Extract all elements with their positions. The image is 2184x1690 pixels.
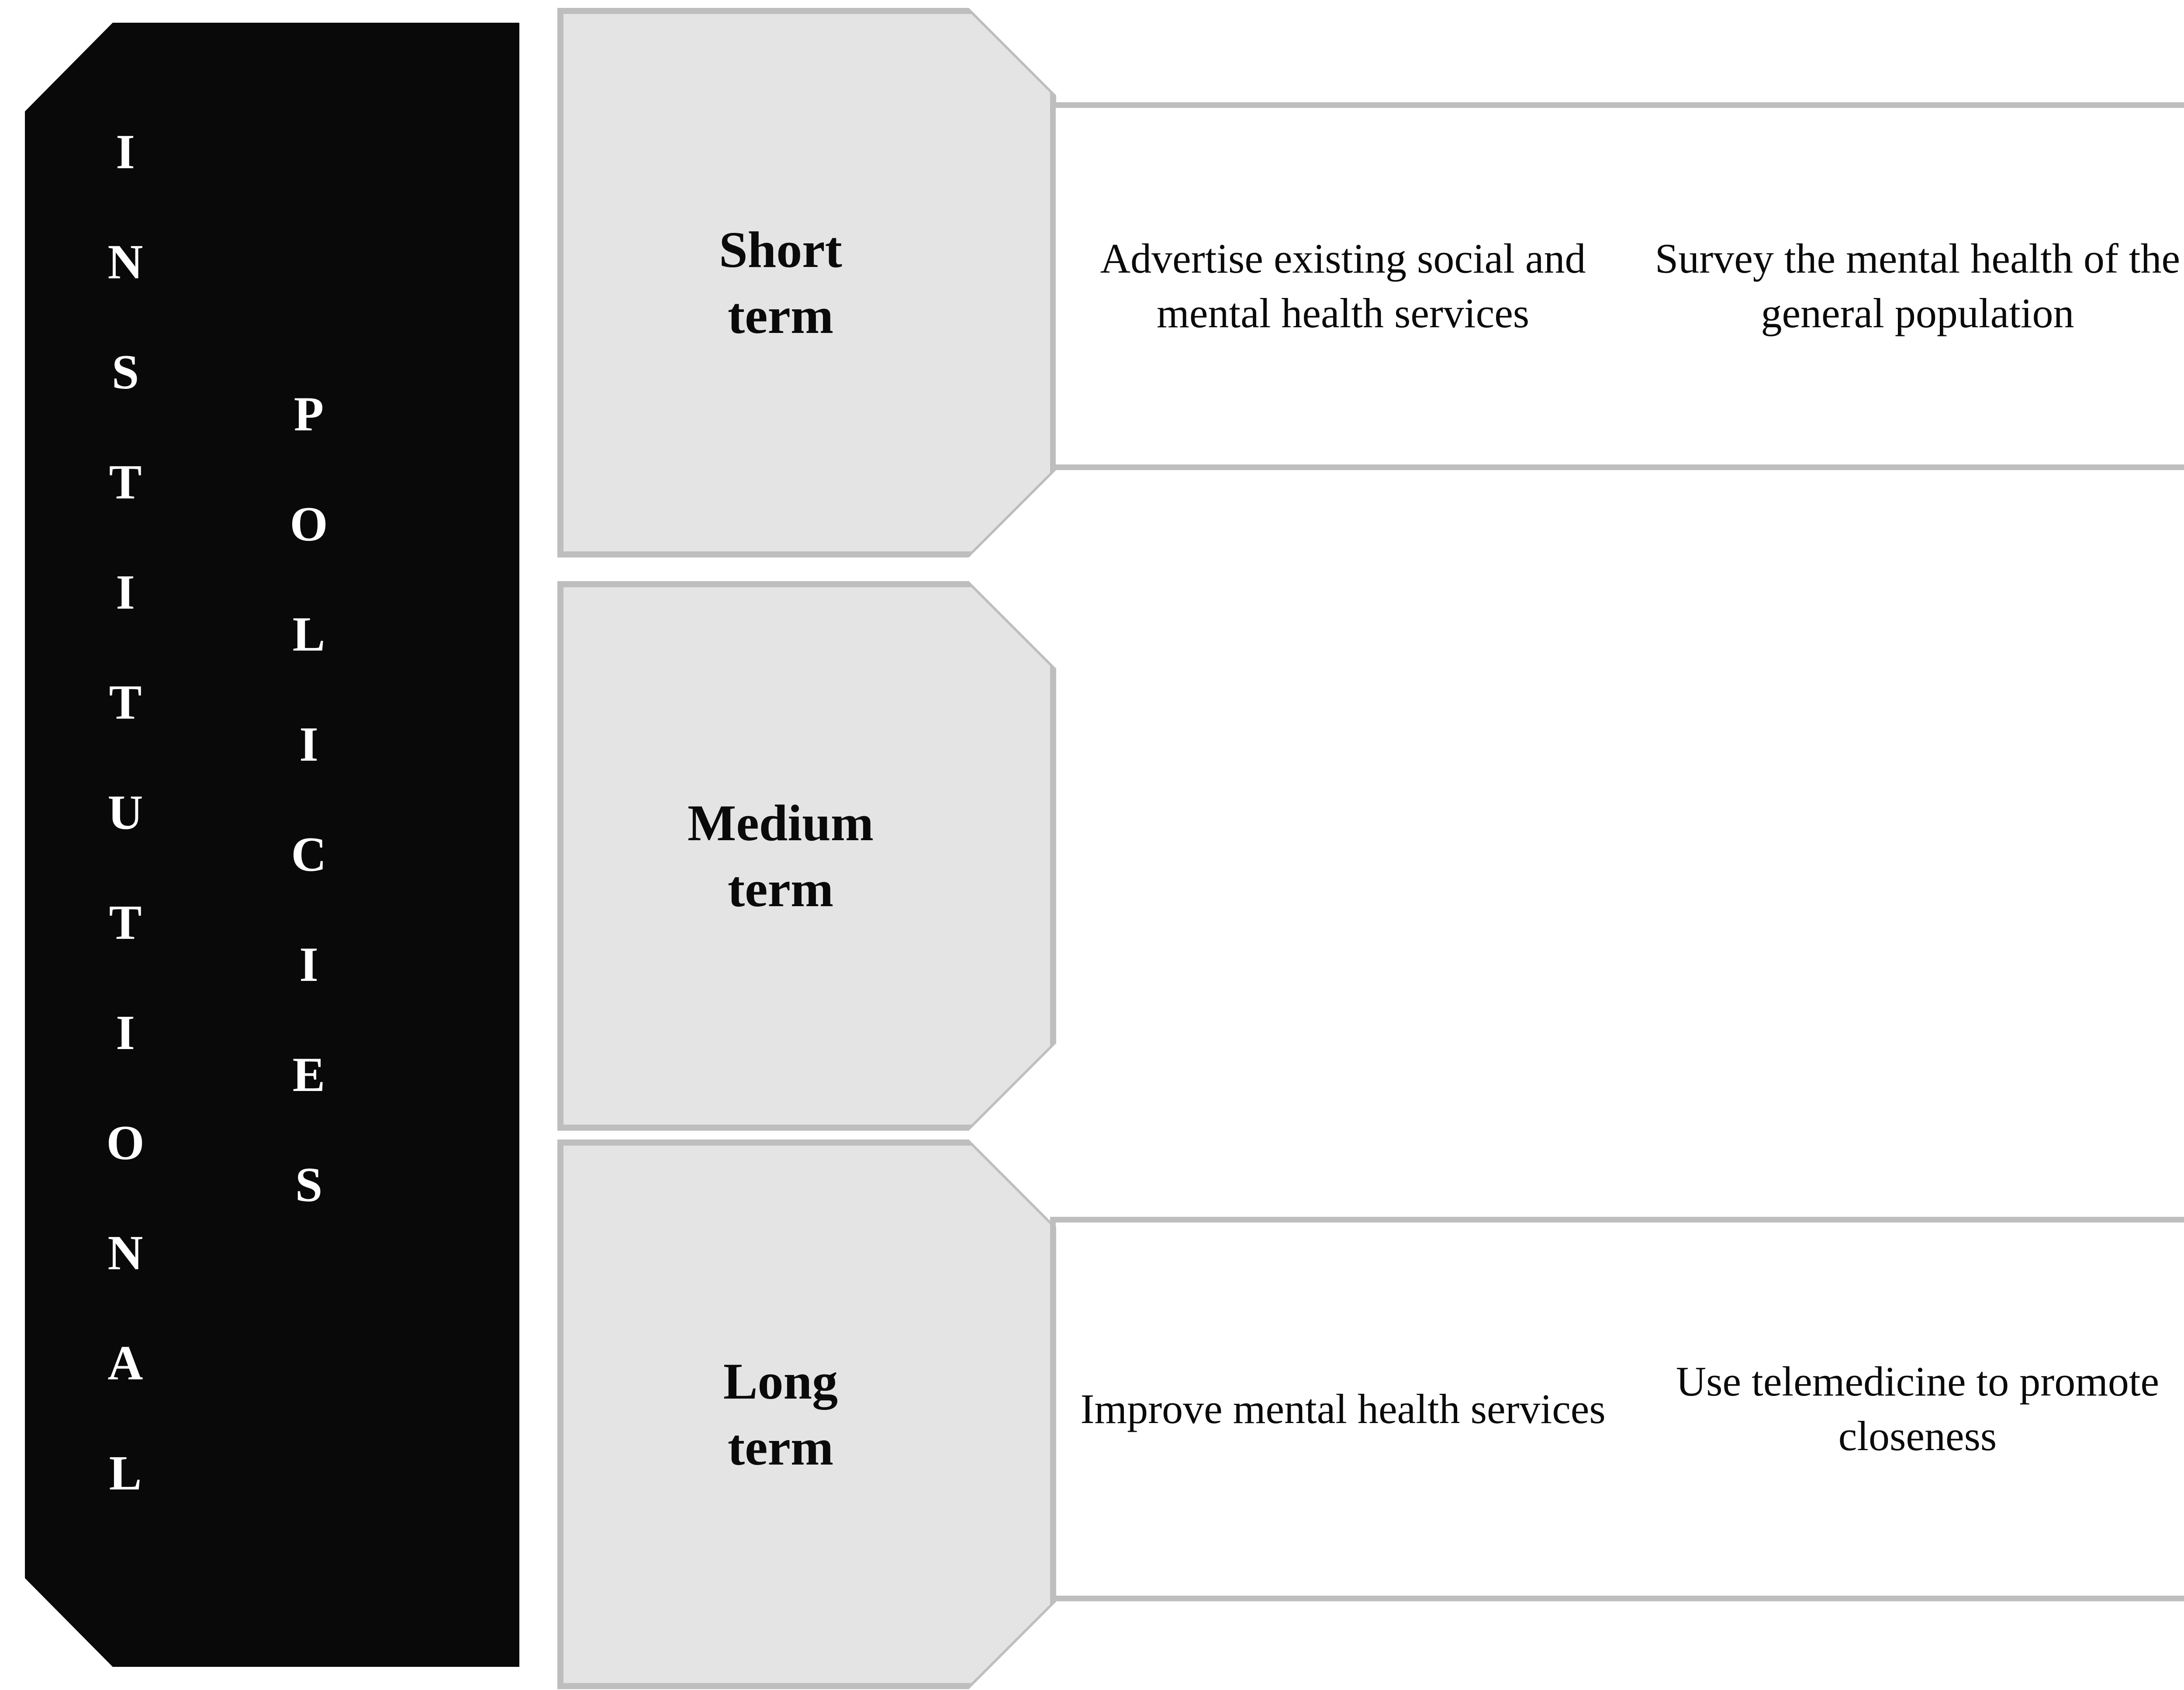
vertical-letter: I	[116, 565, 135, 620]
label-text-short-term: Short term	[593, 217, 968, 349]
vertical-letter: I	[116, 1006, 135, 1060]
vertical-letter: L	[109, 1446, 142, 1500]
vertical-letter: N	[107, 1226, 143, 1280]
label-line-1: Long	[723, 1352, 838, 1410]
vertical-letter: E	[292, 1048, 325, 1102]
vertical-letter: P	[294, 387, 324, 441]
label-box-fill	[563, 1146, 1050, 1683]
list-item: Survey the mental health of the general …	[1655, 235, 2181, 336]
row-medium-term: Medium term Improve mental health servic…	[0, 564, 2184, 1601]
vertical-word-policies: P O L I C I E S	[235, 359, 383, 1240]
content-panel-short-term: Advertise existing social and mental hea…	[1050, 102, 2184, 470]
vertical-letter: I	[299, 938, 318, 992]
label-text-medium-term: Medium term	[593, 790, 968, 922]
label-box-fill	[563, 14, 1050, 551]
vertical-letter: U	[107, 786, 143, 840]
label-box-fill	[563, 587, 1050, 1125]
label-box-short-term[interactable]: Short term	[557, 8, 1056, 558]
vertical-letter: T	[109, 675, 142, 730]
vertical-letter: O	[290, 497, 328, 551]
list-item: Use telemedicine to promote closeness	[1676, 1358, 2160, 1459]
label-box-medium-term[interactable]: Medium term	[557, 581, 1056, 1131]
row-short-term: Short term Advertise existing social and…	[0, 0, 2184, 564]
vertical-letter: A	[107, 1336, 143, 1390]
label-line-2: term	[727, 287, 834, 344]
content-panel-medium-term: Improve mental health services Use telem…	[1050, 1217, 2184, 1601]
vertical-letter: N	[107, 235, 143, 289]
vertical-letter: T	[109, 896, 142, 950]
vertical-letter: L	[292, 607, 325, 661]
label-line-2: term	[727, 860, 834, 918]
list-item: Advertise existing social and mental hea…	[1100, 235, 1586, 336]
label-text-long-term: Long term	[593, 1348, 968, 1480]
row-long-term: Long term Implement the socio-economic s…	[0, 1127, 2184, 1690]
vertical-letter: O	[106, 1116, 145, 1170]
vertical-letter: S	[111, 345, 139, 399]
vertical-letter: I	[116, 125, 135, 179]
vertical-letter: T	[109, 455, 142, 509]
label-box-long-term[interactable]: Long term	[557, 1139, 1056, 1689]
label-line-2: term	[727, 1419, 834, 1476]
label-line-1: Short	[719, 221, 842, 278]
vertical-letter: S	[295, 1158, 323, 1212]
label-line-1: Medium	[687, 794, 874, 852]
list-item: Improve mental health services	[1080, 1385, 1606, 1432]
vertical-letter: I	[299, 717, 318, 772]
vertical-letter: C	[291, 828, 327, 882]
